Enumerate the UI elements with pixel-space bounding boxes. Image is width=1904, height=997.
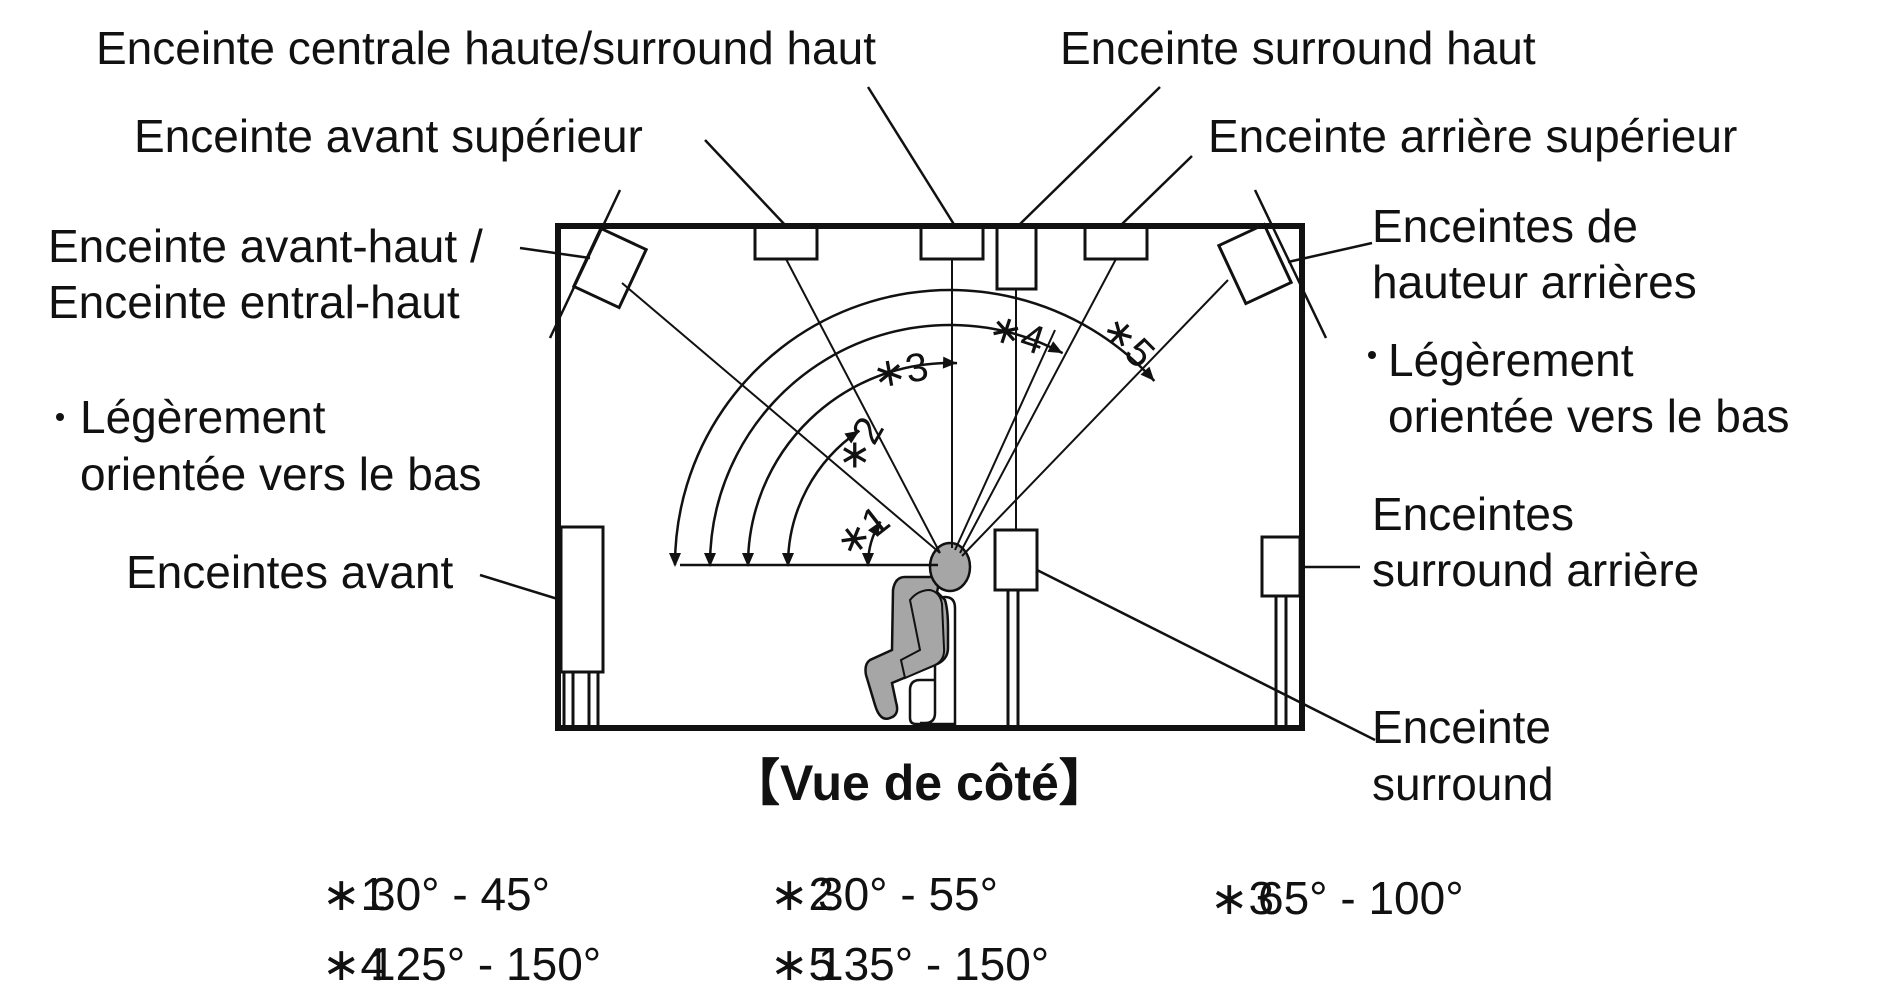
label-rear-note-1: Légèrement: [1388, 334, 1634, 386]
label-top-surround: Enceinte surround haut: [1060, 22, 1536, 74]
note-mark-1: ∗1: [322, 868, 386, 920]
rear-height-speaker: [1216, 222, 1294, 306]
note-mark-5: ∗5: [770, 938, 834, 990]
listener-figure: [864, 541, 972, 726]
note-range-4: 125° - 150°: [370, 938, 601, 990]
bullet-front-note: [56, 413, 64, 421]
label-front-note-1: Légèrement: [80, 391, 326, 443]
arc-2-end-arrow: [844, 430, 860, 444]
listener-body-back: [899, 588, 946, 680]
bullet-rear-note: [1368, 351, 1376, 359]
top-rear-speaker: [1083, 224, 1149, 261]
listener-head: [928, 541, 972, 593]
arc-3-start-arrow: [742, 553, 754, 567]
arc-5-start-arrow: [669, 553, 681, 567]
label-surround-1: Enceinte: [1372, 701, 1551, 753]
arc-5-end-arrow: [1140, 366, 1155, 381]
arc-4: [708, 323, 1064, 566]
label-front: Enceintes avant: [126, 546, 454, 598]
top-surround-speaker: [995, 224, 1038, 291]
label-top-rear: Enceinte arrière supérieur: [1208, 110, 1737, 162]
arc-2: [786, 429, 861, 566]
arc-4-start-arrow: [704, 553, 716, 567]
label-top-front: Enceinte avant supérieur: [134, 110, 643, 162]
note-range-3: 65° - 100°: [1258, 872, 1464, 924]
arc-1-start-arrow: [862, 553, 874, 567]
angle-mark-5: ∗5: [1092, 306, 1163, 377]
label-center-height-top-surround: Enceinte centrale haute/surround haut: [96, 22, 876, 74]
angle-mark-4: ∗4: [983, 304, 1050, 363]
angle-arcs: [669, 288, 1156, 567]
label-rear-height-1: Enceintes de: [1372, 200, 1638, 252]
note-range-2: 30° - 55°: [818, 868, 998, 920]
caption-side-view: 【Vue de côté】: [730, 755, 1109, 811]
note-range-5: 135° - 150°: [818, 938, 1049, 990]
label-front-note-2: orientée vers le bas: [80, 448, 481, 500]
top-front-speaker: [753, 224, 819, 261]
top-middle-speaker: [919, 224, 985, 261]
surround-speaker: [993, 528, 1039, 592]
front-height-speaker: [571, 226, 649, 310]
label-surround-2: surround: [1372, 758, 1554, 810]
label-front-height-1: Enceinte avant-haut /: [48, 220, 483, 272]
label-surround-back-2: surround arrière: [1372, 544, 1699, 596]
surround-back-speaker: [1260, 535, 1302, 598]
note-mark-4: ∗4: [322, 938, 386, 990]
arc-1-end-arrow: [867, 521, 881, 537]
angle-mark-2: ∗2: [827, 410, 893, 480]
arc-3-end-arrow: [942, 356, 958, 369]
label-rear-height-2: hauteur arrières: [1372, 256, 1697, 308]
label-rear-note-2: orientée vers le bas: [1388, 390, 1789, 442]
note-mark-3: ∗3: [1210, 872, 1274, 924]
arc-3: [746, 361, 958, 566]
arc-2-start-arrow: [782, 553, 794, 567]
label-surround-back-1: Enceintes: [1372, 488, 1574, 540]
angle-mark-3: ∗3: [869, 345, 932, 398]
arc-4-end-arrow: [1047, 341, 1063, 354]
note-range-1: 30° - 45°: [370, 868, 550, 920]
label-front-height-2: Enceinte entral-haut: [48, 276, 460, 328]
note-mark-2: ∗2: [770, 868, 834, 920]
arc-5: [673, 288, 1156, 566]
front-speaker: [559, 525, 605, 674]
